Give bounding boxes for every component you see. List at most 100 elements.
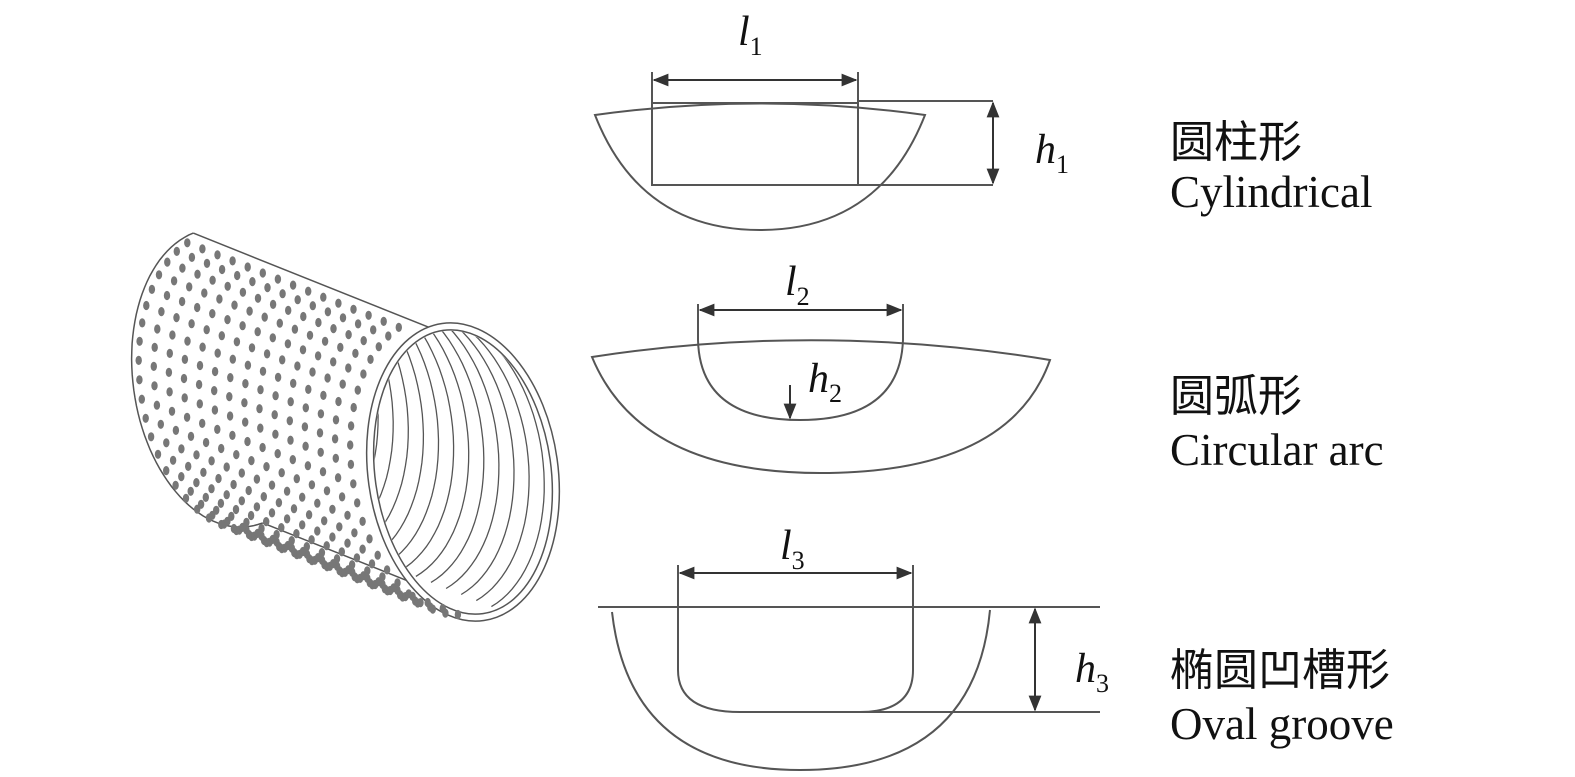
perforation-hole	[214, 424, 221, 434]
perforation-hole	[302, 441, 309, 451]
perforation-hole	[315, 317, 322, 328]
perforation-hole	[347, 421, 355, 431]
perforation-hole	[338, 492, 346, 502]
perforation-hole	[429, 604, 436, 614]
perforation-hole	[274, 274, 282, 284]
perforation-hole	[317, 447, 324, 457]
perforation-hole	[289, 280, 297, 290]
perforation-hole	[319, 467, 327, 477]
perforation-hole	[347, 440, 354, 450]
perforation-hole	[278, 468, 285, 478]
perforation-hole	[335, 396, 342, 407]
h1-label: h1	[1035, 126, 1069, 180]
perforation-hole	[244, 262, 251, 272]
perforation-hole	[366, 534, 373, 544]
cylinder-end-rim	[372, 329, 554, 615]
perforation-hole	[211, 405, 219, 415]
perforation-hole	[283, 486, 291, 496]
perforation-hole	[229, 354, 236, 364]
perforation-hole	[150, 361, 157, 371]
perforation-hole	[136, 375, 143, 385]
perforation-hole	[238, 496, 245, 506]
perforation-hole	[374, 550, 381, 560]
perforation-hole	[350, 304, 357, 314]
perforation-hole	[285, 305, 292, 315]
perforation-hole	[181, 354, 189, 364]
perforation-hole	[259, 268, 266, 278]
perforation-hole	[394, 578, 401, 588]
perforation-hole	[324, 307, 332, 317]
perforation-hole	[259, 366, 267, 376]
perforation-hole	[151, 381, 158, 391]
perforation-hole	[197, 499, 205, 509]
h3-label: h3	[1075, 645, 1109, 699]
perforation-hole	[299, 492, 306, 502]
perforation-hole	[239, 287, 247, 297]
perforation-hole	[157, 419, 164, 429]
perforation-hole	[308, 535, 315, 545]
perforation-hole	[290, 504, 298, 514]
perforation-hole	[208, 484, 215, 494]
perforation-hole	[299, 520, 306, 530]
perforation-hole	[154, 449, 162, 459]
perforation-hole	[242, 379, 249, 389]
perforation-hole	[314, 351, 322, 361]
perforation-hole	[138, 394, 145, 404]
oval-groove-en-label: Oval groove	[1170, 699, 1394, 749]
perforation-hole	[271, 410, 278, 420]
perforation-hole	[244, 360, 252, 370]
perforation-hole	[329, 532, 336, 542]
perforation-hole	[231, 300, 238, 310]
perforation-hole	[233, 337, 241, 347]
h2-label: h2	[808, 355, 842, 409]
cylindrical-en-label: Cylindrical	[1170, 167, 1373, 217]
perforation-hole	[345, 330, 352, 340]
perforation-hole	[314, 498, 321, 508]
perforation-hole	[199, 244, 206, 254]
perforation-hole	[330, 357, 337, 367]
perforation-hole	[233, 450, 240, 460]
perforation-hole	[218, 443, 225, 454]
perforation-hole	[185, 461, 192, 471]
perforation-hole	[256, 404, 263, 414]
perforation-hole	[223, 490, 230, 500]
perforation-hole	[272, 429, 279, 439]
perforation-hole	[223, 462, 230, 472]
perforation-hole	[183, 412, 191, 422]
l1-label: l1	[738, 8, 763, 62]
perforation-hole	[350, 402, 357, 413]
perforation-hole	[173, 246, 180, 256]
perforation-hole	[199, 418, 206, 428]
perforation-hole	[334, 473, 342, 483]
perforation-hole	[229, 256, 236, 266]
perforation-hole	[354, 385, 361, 395]
perforation-hole	[269, 299, 277, 309]
perforation-hole	[308, 480, 316, 490]
perforation-hole	[305, 510, 313, 520]
l1-sub: 1	[749, 32, 763, 61]
perforation-hole	[218, 264, 226, 275]
perforation-hole	[316, 428, 324, 438]
perforation-hole	[417, 598, 424, 608]
perforation-hole	[153, 400, 161, 410]
perforation-hole	[305, 384, 312, 394]
perforation-hole	[354, 319, 362, 329]
perforation-hole	[166, 348, 173, 358]
perforation-hole	[238, 468, 245, 478]
h2-var: h	[808, 356, 829, 402]
perforation-hole	[187, 486, 194, 496]
perforation-hole	[339, 313, 347, 323]
perforation-hole	[442, 608, 449, 618]
perforation-hole	[163, 466, 170, 476]
perforation-hole	[344, 538, 351, 548]
l2-label: l2	[785, 258, 810, 312]
perforation-hole	[229, 430, 236, 440]
perforation-hole	[263, 349, 271, 359]
perforation-hole	[213, 505, 220, 515]
perforation-hole	[244, 436, 251, 447]
perforation-hole	[321, 516, 328, 526]
perforation-hole	[172, 425, 180, 435]
perforation-hole	[263, 462, 270, 472]
perforation-hole	[226, 411, 234, 421]
